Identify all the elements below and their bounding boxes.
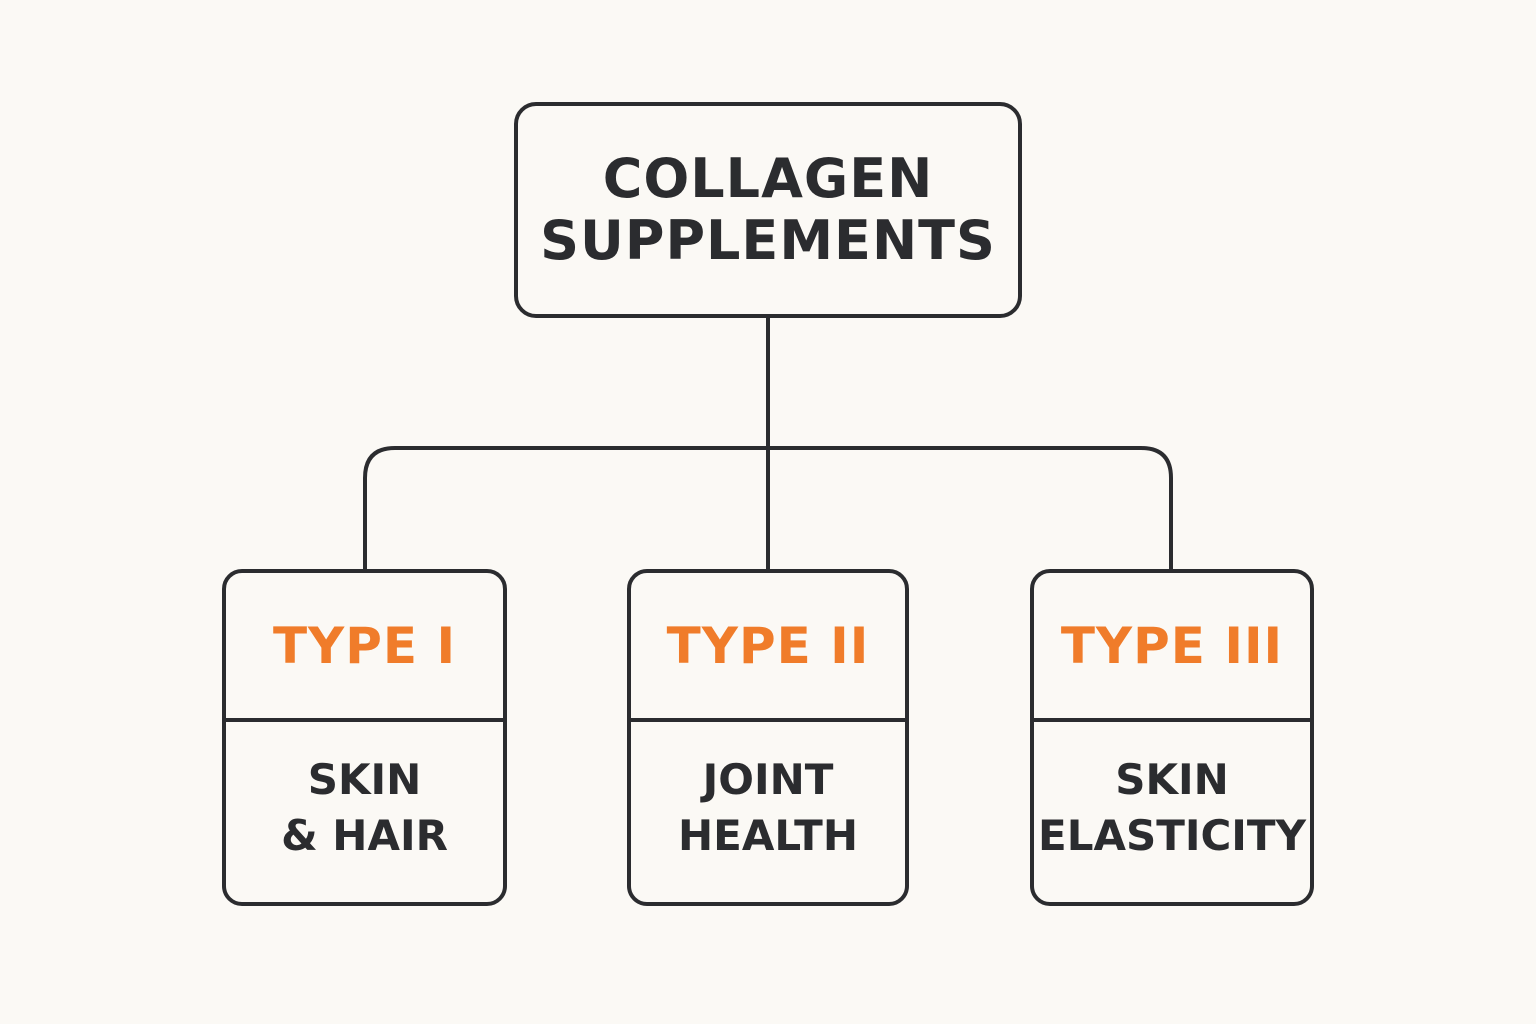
branch-connector-right: [768, 446, 1173, 569]
benefit-line1: SKIN: [307, 755, 422, 804]
type-header: TYPE I: [226, 573, 503, 722]
type-header: TYPE III: [1034, 573, 1310, 722]
type-node-2: TYPE II JOINT HEALTH: [627, 569, 909, 906]
benefit-line2: HEALTH: [678, 811, 858, 860]
type-node-3: TYPE III SKIN ELASTICITY: [1030, 569, 1314, 906]
type-benefit: SKIN & HAIR: [226, 722, 503, 902]
type-label: TYPE II: [666, 616, 870, 675]
type-label: TYPE I: [272, 616, 457, 675]
type-header: TYPE II: [631, 573, 905, 722]
benefit-line1: SKIN: [1115, 755, 1229, 804]
root-node: COLLAGEN SUPPLEMENTS: [514, 102, 1022, 318]
type-benefit: JOINT HEALTH: [631, 722, 905, 902]
benefit-line2: ELASTICITY: [1038, 811, 1306, 860]
type-label: TYPE III: [1060, 616, 1284, 675]
root-title-line2: SUPPLEMENTS: [540, 209, 996, 272]
type-benefit: SKIN ELASTICITY: [1034, 722, 1310, 902]
root-title-line1: COLLAGEN: [602, 147, 934, 210]
benefit-line2: & HAIR: [281, 811, 448, 860]
type-node-1: TYPE I SKIN & HAIR: [222, 569, 507, 906]
benefit-line1: JOINT: [702, 755, 834, 804]
branch-connector-left: [363, 446, 768, 569]
